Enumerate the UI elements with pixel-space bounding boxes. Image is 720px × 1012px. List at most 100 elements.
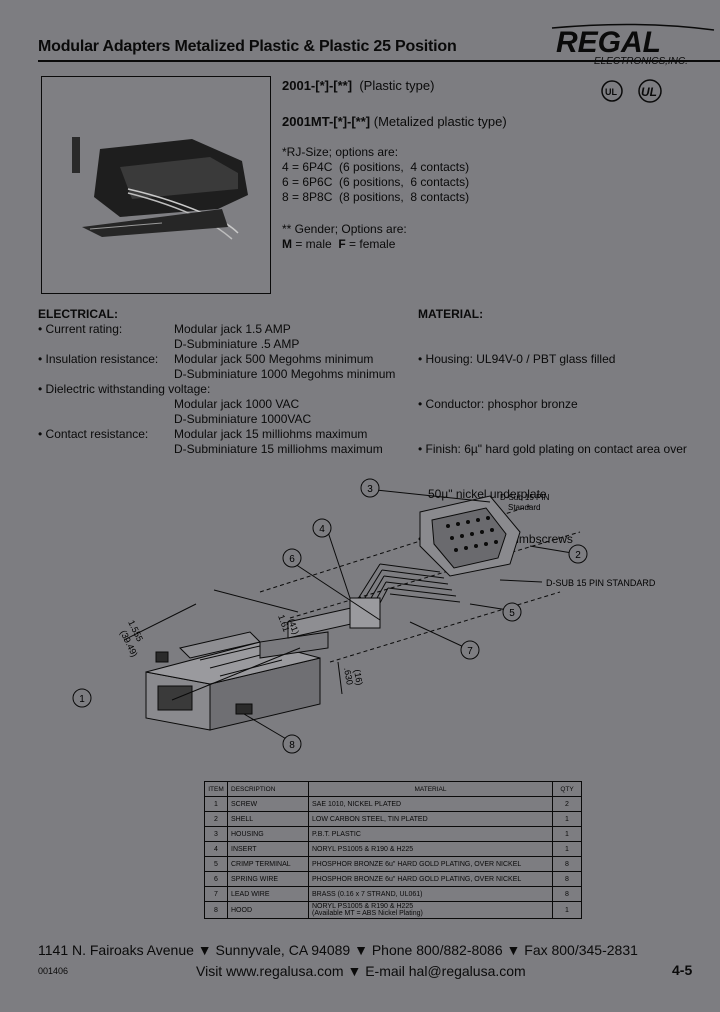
table-cell: SHELL	[227, 811, 309, 827]
table-cell: LEAD WIRE	[227, 886, 309, 902]
gender-f: F	[338, 237, 346, 251]
table-cell: 1	[552, 841, 582, 857]
spec-value: D-Subminiature .5 AMP	[174, 337, 300, 351]
table-cell: 4	[204, 841, 228, 857]
gender-options: ** Gender; Options are: M = male F = fem…	[282, 222, 407, 252]
electrical-heading: ELECTRICAL:	[38, 307, 118, 321]
footer-address: 1141 N. Fairoaks Avenue ▼ Sunnyvale, CA …	[38, 942, 638, 958]
table-header: ITEM	[204, 781, 228, 797]
callout-2: 2	[575, 550, 581, 561]
spec-label: • Current rating:	[38, 322, 123, 336]
table-cell: 5	[204, 856, 228, 872]
metal-pn-code: 2001MT-[*]-[**]	[282, 114, 371, 129]
dsub-label-3: D-SUB 15 PIN STANDARD	[546, 578, 656, 588]
plastic-pn-label: (Plastic type)	[359, 78, 435, 93]
metal-pn-label: (Metalized plastic type)	[373, 114, 507, 129]
table-cell: PHOSPHOR BRONZE 6u" HARD GOLD PLATING, O…	[308, 856, 553, 872]
spec-value: D-Subminiature 1000VAC	[174, 412, 312, 426]
table-cell: PHOSPHOR BRONZE 6u" HARD GOLD PLATING, O…	[308, 871, 553, 887]
spec-label: • Dielectric withstanding voltage:	[38, 382, 211, 396]
table-cell: 1	[552, 826, 582, 842]
product-photo	[42, 77, 270, 293]
metal-part-number: 2001MT-[*]-[**] (Metalized plastic type)	[282, 114, 507, 129]
dim-c: .630	[342, 667, 355, 686]
callout-6: 6	[289, 554, 295, 565]
table-cell: BRASS (0.16 x 7 STRAND, UL061)	[308, 886, 553, 902]
spec-value: D-Subminiature 15 milliohms maximum	[174, 442, 383, 456]
svg-text:UL: UL	[605, 87, 617, 97]
table-cell: 6	[204, 871, 228, 887]
certification-marks-icon: UL UL	[601, 79, 662, 103]
rj-options: *RJ-Size; options are: 4 = 6P4C (6 posit…	[282, 145, 469, 205]
spec-label: • Insulation resistance:	[38, 352, 159, 366]
gender-m: M	[282, 237, 292, 251]
gender-options-title: ** Gender; Options are:	[282, 222, 407, 236]
table-cell: 3	[204, 826, 228, 842]
table-cell: HOUSING	[227, 826, 309, 842]
table-cell: P.B.T. PLASTIC	[308, 826, 553, 842]
callout-8: 8	[289, 740, 295, 751]
spec-label: • Contact resistance:	[38, 427, 149, 441]
material-specs: • Housing: UL94V-0 / PBT glass filled • …	[418, 322, 687, 562]
table-row: 4 INSERT NORYL PS1005 & R190 & H225 1	[204, 841, 582, 857]
material-line: • Conductor: phosphor bronze	[418, 397, 578, 411]
callout-5: 5	[509, 608, 515, 619]
logo-sub-text: ELECTRONICS,INC.	[594, 56, 688, 67]
table-cell: 1	[204, 796, 228, 812]
page-title: Modular Adapters Metalized Plastic & Pla…	[38, 38, 457, 55]
table-cell: SAE 1010, NICKEL PLATED	[308, 796, 553, 812]
logo-main-text: REGAL	[556, 26, 661, 59]
table-cell: CRIMP TERMINAL	[227, 856, 309, 872]
spec-value: Modular jack 500 Megohms minimum	[174, 352, 374, 366]
bill-of-materials-table: ITEM DESCRIPTION MATERIAL QTY 1 SCREW SA…	[204, 781, 582, 919]
gender-f-text: = female	[345, 237, 396, 251]
footer-contact: Visit www.regalusa.com ▼ E-mail hal@rega…	[196, 963, 526, 979]
dsub-label-1: D-Sub 15 PIN	[500, 493, 550, 502]
table-row: 5 CRIMP TERMINAL PHOSPHOR BRONZE 6u" HAR…	[204, 856, 582, 872]
table-cell: HOOD	[227, 901, 309, 919]
table-cell: INSERT	[227, 841, 309, 857]
table-cell: 8	[552, 856, 582, 872]
table-cell: 2	[552, 796, 582, 812]
spec-value: Modular jack 15 milliohms maximum	[174, 427, 368, 441]
rj-options-title: *RJ-Size; options are:	[282, 145, 399, 159]
table-row: 8 HOOD NORYL PS1005 & R190 & H225 (Avail…	[204, 901, 582, 919]
callout-7: 7	[467, 646, 473, 657]
table-cell: SPRING WIRE	[227, 871, 309, 887]
spec-value: Modular jack 1.5 AMP	[174, 322, 291, 336]
rj-option: 8 = 8P8C (8 positions, 8 contacts)	[282, 190, 470, 204]
table-cell: 8	[552, 886, 582, 902]
table-header: DESCRIPTION	[227, 781, 309, 797]
technical-drawing: 1 2 3 4 5 6 7 8 D-Sub 15 PIN Standard D-…	[72, 478, 656, 754]
table-cell: 2	[204, 811, 228, 827]
table-row: 1 SCREW SAE 1010, NICKEL PLATED 2	[204, 796, 582, 812]
regal-logo: REGAL ELECTRONICS,INC.	[551, 23, 715, 67]
rj-option: 6 = 6P6C (6 positions, 6 contacts)	[282, 175, 470, 189]
table-cell: 8	[552, 871, 582, 887]
dsub-label-2: Standard	[508, 503, 540, 512]
spec-value: Modular jack 1000 VAC	[174, 397, 300, 411]
table-cell: NORYL PS1005 & R190 & H225	[308, 841, 553, 857]
table-cell: NORYL PS1005 & R190 & H225 (Available MT…	[308, 901, 553, 919]
table-header: QTY	[552, 781, 582, 797]
electrical-specs: • Current rating: Modular jack 1.5 AMP D-…	[38, 322, 395, 457]
table-row: 2 SHELL LOW CARBON STEEL, TIN PLATED 1	[204, 811, 582, 827]
table-header: MATERIAL	[308, 781, 553, 797]
table-row: 6 SPRING WIRE PHOSPHOR BRONZE 6u" HARD G…	[204, 871, 582, 887]
material-line: • Finish: 6µ" hard gold plating on conta…	[418, 442, 687, 456]
table-row: 3 HOUSING P.B.T. PLASTIC 1	[204, 826, 582, 842]
rj-option: 4 = 6P4C (6 positions, 4 contacts)	[282, 160, 470, 174]
table-cell: LOW CARBON STEEL, TIN PLATED	[308, 811, 553, 827]
callout-3: 3	[367, 484, 373, 495]
spec-value: D-Subminiature 1000 Megohms minimum	[174, 367, 396, 381]
table-cell: 1	[552, 901, 582, 919]
gender-m-text: = male	[292, 237, 339, 251]
table-cell: 7	[204, 886, 228, 902]
callout-4: 4	[319, 524, 325, 535]
page-number: 4-5	[672, 962, 693, 978]
title-rule	[38, 60, 720, 62]
table-row: 7 LEAD WIRE BRASS (0.16 x 7 STRAND, UL06…	[204, 886, 582, 902]
table-cell: 1	[552, 811, 582, 827]
material-heading: MATERIAL:	[418, 307, 484, 321]
product-photo-frame	[41, 76, 271, 294]
